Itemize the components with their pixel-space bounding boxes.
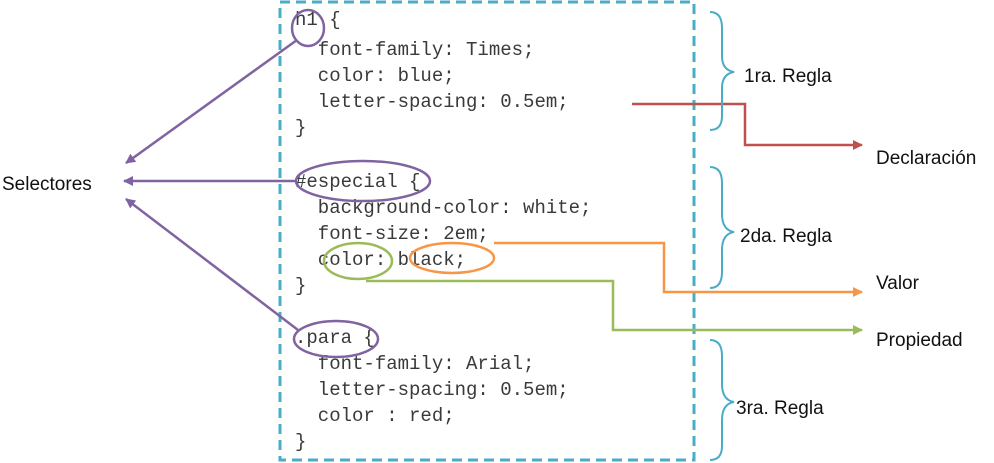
rule-2-line-4: color: black; [295, 249, 466, 271]
rule-3-line-3: letter-spacing: 0.5em; [295, 379, 569, 401]
property-ellipse-color [322, 241, 394, 281]
rule-2-line-3: font-size: 2em; [295, 223, 489, 245]
valor-connector [494, 241, 863, 297]
selector-arrow-h1 [125, 38, 298, 165]
propiedad-connector [366, 279, 863, 335]
brace-rule-3 [709, 339, 735, 461]
code-box [278, 0, 696, 462]
rule-2-label: 2da. Regla [740, 226, 832, 247]
selectores-label: Selectores [2, 174, 92, 195]
rule-3-line-2: font-family: Arial; [295, 353, 534, 375]
rule-3-line-4: color : red; [295, 405, 455, 427]
propiedad-label: Propiedad [876, 330, 963, 351]
valor-label: Valor [876, 273, 920, 294]
rule-2-line-5: } [295, 275, 306, 297]
rule-2-code: #especial { background-color: white; fon… [295, 171, 591, 297]
rule-1-line-5: } [295, 117, 306, 139]
rule-3-label: 3ra. Regla [736, 398, 824, 419]
selector-arrow-para [125, 198, 299, 331]
value-ellipse-black [408, 241, 496, 275]
rule-3-line-1: .para { [295, 327, 375, 349]
selector-ellipse-para [292, 319, 380, 359]
rule-1-line-3: color: blue; [295, 65, 455, 87]
rule-1-code: h1 { font-family: Times; color: blue; le… [295, 9, 569, 139]
brace-rule-1 [709, 11, 735, 131]
rule-3-line-5: } [295, 431, 306, 453]
declaracion-connector [632, 102, 863, 150]
brace-rule-2 [709, 166, 735, 289]
rule-1-line-2: font-family: Times; [295, 39, 534, 61]
rule-3-code: .para { font-family: Arial; letter-spaci… [295, 327, 569, 453]
declaracion-label: Declaración [876, 148, 976, 169]
rule-2-line-2: background-color: white; [295, 197, 591, 219]
rule-1-line-1: h1 { [295, 9, 341, 31]
rule-1-label: 1ra. Regla [744, 66, 832, 87]
rule-1-line-4: letter-spacing: 0.5em; [295, 91, 569, 113]
rule-2-line-1: #especial { [295, 171, 420, 193]
selector-ellipse-h1 [290, 8, 326, 48]
